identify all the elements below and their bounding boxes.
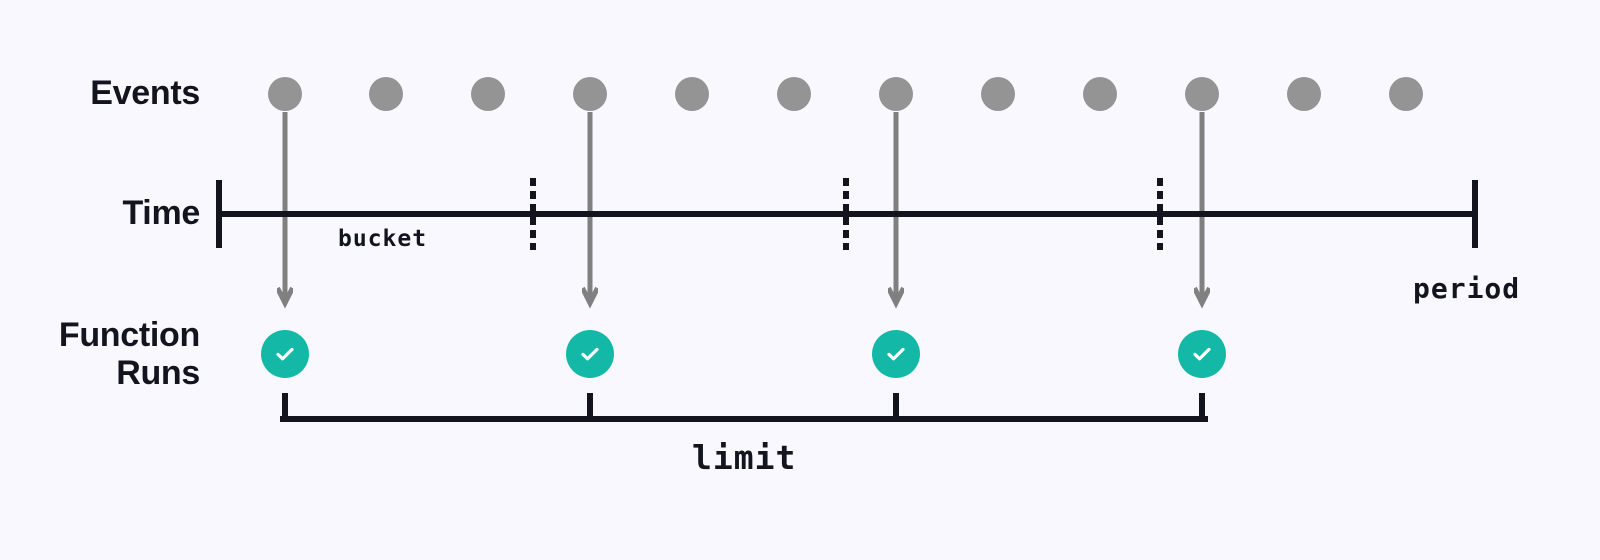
function-run-success-icon [261,330,309,378]
row-label-function-runs: Function Runs [58,316,200,393]
event-dot [573,77,607,111]
bucket-divider [843,178,849,250]
event-dot [369,77,403,111]
row-label-time: Time [122,194,200,232]
event-dot [1287,77,1321,111]
event-dot [777,77,811,111]
event-trigger-arrow [275,112,295,312]
event-dot [1083,77,1117,111]
function-run-success-icon [1178,330,1226,378]
function-run-success-icon [872,330,920,378]
event-trigger-arrow [580,112,600,312]
limit-bracket-icon [280,393,1208,422]
row-label-events: Events [90,74,200,112]
time-axis-start-cap [216,180,222,248]
event-dot [1389,77,1423,111]
bucket-label: bucket [338,226,428,252]
event-dot [268,77,302,111]
time-axis-end-cap [1472,180,1478,248]
function-run-success-icon [566,330,614,378]
bucket-divider [530,178,536,250]
event-trigger-arrow [1192,112,1212,312]
check-icon [887,347,905,361]
event-dot [981,77,1015,111]
check-icon [1193,347,1211,361]
check-icon [276,347,294,361]
event-dot [675,77,709,111]
period-label: period [1413,272,1521,305]
event-dot [879,77,913,111]
event-trigger-arrow [886,112,906,312]
check-icon [581,347,599,361]
bucket-divider [1157,178,1163,250]
event-dot [471,77,505,111]
event-dot [1185,77,1219,111]
limit-label: limit [692,438,797,477]
